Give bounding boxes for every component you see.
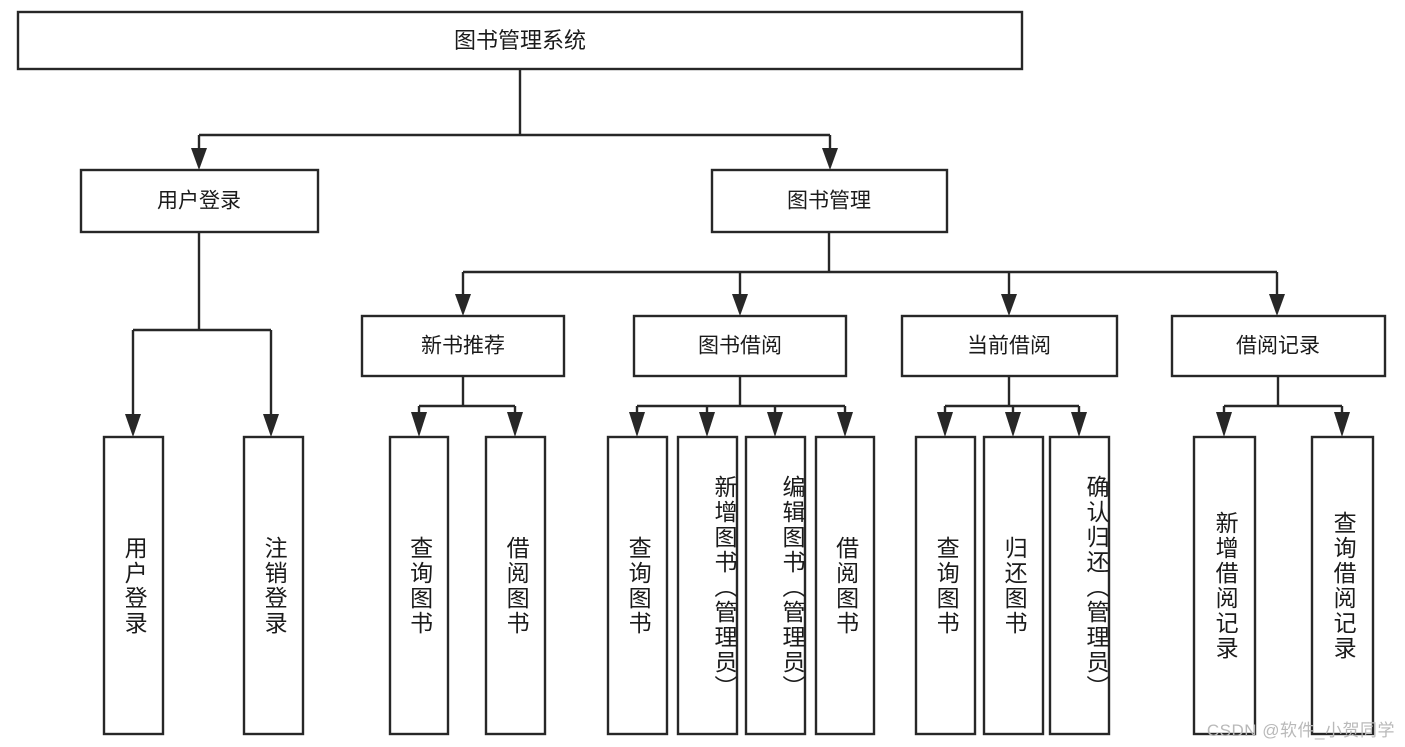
arrow-head-leaf-add-book	[699, 412, 715, 437]
node-root-box[interactable]	[16, 10, 1024, 71]
arrow-head-leaf-query-record	[1334, 412, 1350, 437]
node-borrow-record-box[interactable]	[1170, 314, 1387, 378]
arrow-head-leaf-borrow-book-2	[837, 412, 853, 437]
arrow-head-borrow-record	[1269, 294, 1285, 316]
node-new-book-recommend[interactable]: 新书推荐	[360, 314, 566, 378]
arrow-head-current-borrow	[1001, 294, 1017, 316]
leaf-box-user-login[interactable]	[102, 435, 165, 736]
arrow-head-book-borrow	[732, 294, 748, 316]
leaf-box-confirm-return[interactable]	[1048, 435, 1111, 736]
leaf-box-add-record[interactable]	[1192, 435, 1257, 736]
node-root-label: 图书管理系统	[454, 28, 586, 53]
arrow-head-leaf-logout	[263, 414, 279, 437]
leaf-box-return-book[interactable]	[982, 435, 1045, 736]
node-root[interactable]: 图书管理系统	[16, 10, 1024, 71]
node-current-borrow[interactable]: 当前借阅	[900, 314, 1119, 378]
node-book-borrow-box[interactable]	[632, 314, 848, 378]
node-book-borrow-label: 图书借阅	[698, 335, 782, 358]
arrow-head-leaf-user-login	[125, 414, 141, 437]
node-book-management[interactable]: 图书管理	[710, 168, 949, 234]
arrow-head-leaf-query-book-2	[629, 412, 645, 437]
node-book-borrow[interactable]: 图书借阅	[632, 314, 848, 378]
node-user-login-label: 用户登录	[157, 190, 241, 213]
leaf-box-edit-book[interactable]	[744, 435, 807, 736]
node-borrow-record[interactable]: 借阅记录	[1170, 314, 1387, 378]
node-current-borrow-label: 当前借阅	[967, 335, 1051, 358]
arrow-head-leaf-borrow-book-1	[507, 412, 523, 437]
leaf-box-borrow-book-2[interactable]	[814, 435, 876, 736]
node-user-login[interactable]: 用户登录	[79, 168, 320, 234]
leaf-box-query-book-2[interactable]	[606, 435, 669, 736]
node-new-book-recommend-box[interactable]	[360, 314, 566, 378]
arrow-head-leaf-query-book-3	[937, 412, 953, 437]
watermark-text: CSDN @软件_小贺同学	[1206, 721, 1395, 740]
leaf-box-query-book-1[interactable]	[388, 435, 450, 736]
node-current-borrow-box[interactable]	[900, 314, 1119, 378]
leaf-box-add-book[interactable]	[676, 435, 739, 736]
arrow-head-book-mgmt	[822, 148, 838, 170]
node-book-management-label: 图书管理	[787, 190, 871, 213]
leaf-box-query-book-3[interactable]	[914, 435, 977, 736]
arrow-head-leaf-return-book	[1005, 412, 1021, 437]
leaf-box-borrow-book-1[interactable]	[484, 435, 547, 736]
leaf-box-logout[interactable]	[242, 435, 305, 736]
arrow-head-leaf-confirm-return	[1071, 412, 1087, 437]
arrow-head-user-login	[191, 148, 207, 170]
arrow-head-leaf-edit-book	[767, 412, 783, 437]
node-book-management-box[interactable]	[710, 168, 949, 234]
leaf-box-query-record[interactable]	[1310, 435, 1375, 736]
arrow-head-leaf-add-record	[1216, 412, 1232, 437]
node-borrow-record-label: 借阅记录	[1236, 335, 1320, 358]
node-new-book-recommend-label: 新书推荐	[421, 335, 505, 358]
arrow-head-new-book-recommend	[455, 294, 471, 316]
arrow-head-leaf-query-book-1	[411, 412, 427, 437]
